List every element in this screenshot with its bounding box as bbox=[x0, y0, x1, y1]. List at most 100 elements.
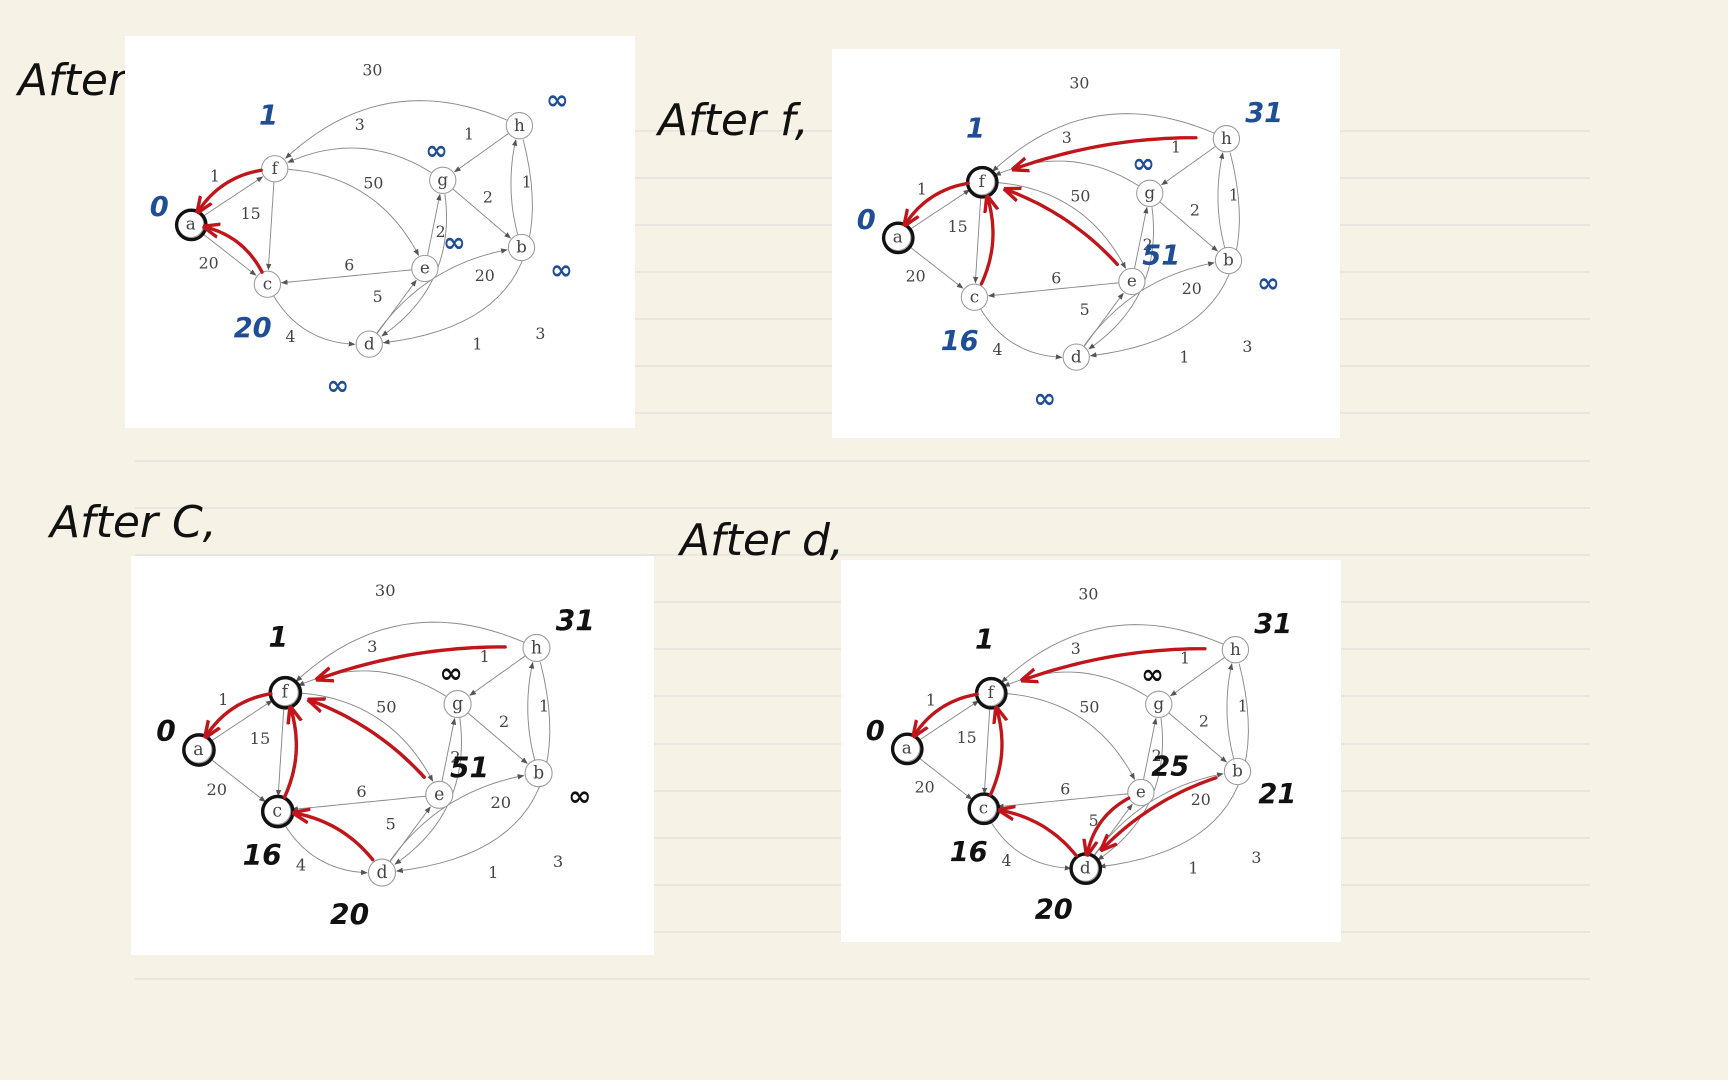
distance-e: 25 bbox=[1151, 752, 1189, 783]
distance-b: ∞ bbox=[1257, 268, 1280, 299]
predecessor-arrow bbox=[1024, 647, 1207, 680]
graph-panel: 120155033012162452013afcdeghb01162051∞31… bbox=[131, 556, 654, 955]
node-g bbox=[1136, 179, 1164, 207]
node-c bbox=[960, 283, 989, 311]
distance-f: 1 bbox=[975, 625, 994, 656]
edge-weight: 50 bbox=[1070, 187, 1090, 206]
edge-a-c bbox=[916, 756, 973, 800]
node-label: c bbox=[272, 801, 282, 821]
node-label: e bbox=[434, 785, 444, 805]
edge-h-g bbox=[469, 655, 526, 696]
edge-weight: 2 bbox=[1143, 235, 1153, 254]
edge-b-h bbox=[527, 661, 536, 761]
node-label: b bbox=[1232, 761, 1243, 781]
edge-weight: 15 bbox=[250, 729, 271, 748]
node-label: h bbox=[1230, 639, 1241, 659]
panels: After a,120155033012162452013afcdeghb012… bbox=[15, 36, 1341, 955]
edge-h-f bbox=[295, 621, 524, 682]
edge-weight: 50 bbox=[363, 174, 383, 193]
edge-weight: 1 bbox=[1179, 347, 1189, 366]
node-label: f bbox=[988, 682, 996, 702]
distance-d: ∞ bbox=[1033, 383, 1056, 414]
edge-a-c bbox=[208, 757, 266, 803]
node-label: d bbox=[1071, 346, 1082, 366]
visited-mark bbox=[182, 733, 216, 767]
node-d bbox=[355, 330, 383, 358]
predecessor-arrow bbox=[199, 168, 263, 211]
node-h bbox=[505, 112, 534, 140]
distance-a: 0 bbox=[150, 192, 169, 223]
edge-weight: 2 bbox=[1190, 200, 1200, 219]
edge-h-f bbox=[285, 100, 508, 159]
distance-h: ∞ bbox=[546, 85, 569, 116]
edge-weight: 1 bbox=[1229, 186, 1239, 205]
edge-g-f bbox=[287, 147, 432, 174]
edge-a-c bbox=[200, 232, 257, 276]
node-label: d bbox=[364, 333, 375, 353]
distance-d: 20 bbox=[1035, 895, 1073, 926]
node-g bbox=[443, 690, 472, 719]
edge-h-d bbox=[396, 662, 551, 874]
node-label: e bbox=[420, 258, 430, 278]
node-label: d bbox=[376, 863, 387, 883]
edge-weight: 5 bbox=[373, 287, 383, 306]
edge-e-c bbox=[291, 795, 426, 812]
distance-h: 31 bbox=[1254, 609, 1292, 640]
distance-b: ∞ bbox=[550, 255, 573, 286]
distance-h: 31 bbox=[1245, 98, 1283, 129]
edge-weight: 1 bbox=[1171, 137, 1181, 156]
edge-b-h bbox=[1217, 152, 1226, 248]
predecessor-arrow bbox=[296, 813, 375, 862]
edge-weight: 20 bbox=[199, 253, 219, 272]
edge-weight: 1 bbox=[1180, 648, 1190, 667]
edge-weight: 20 bbox=[906, 266, 926, 285]
edge-weight: 15 bbox=[948, 217, 968, 236]
edge-weight: 1 bbox=[464, 124, 474, 143]
edge-weight: 1 bbox=[479, 647, 489, 666]
edge-g-b bbox=[452, 188, 511, 239]
node-label: b bbox=[533, 764, 544, 784]
edge-e-g bbox=[1143, 717, 1158, 780]
node-label: h bbox=[531, 638, 542, 658]
edge-e-c bbox=[996, 793, 1128, 809]
predecessor-arrow bbox=[988, 709, 1002, 797]
node-g bbox=[429, 166, 457, 194]
node-e bbox=[1127, 778, 1155, 807]
node-label: f bbox=[282, 683, 290, 703]
edge-weight: 4 bbox=[992, 340, 1002, 359]
graph-card bbox=[131, 556, 654, 955]
node-h bbox=[1212, 125, 1241, 153]
predecessor-arrow bbox=[915, 692, 979, 735]
panel-title: After f, bbox=[655, 95, 809, 146]
edge-c-d bbox=[273, 295, 356, 347]
node-c bbox=[253, 270, 282, 298]
edge-weight: 20 bbox=[1191, 790, 1211, 809]
node-b bbox=[1223, 757, 1252, 786]
edge-weight: 3 bbox=[367, 637, 377, 656]
node-label: c bbox=[970, 287, 979, 307]
edge-weight: 2 bbox=[499, 712, 509, 731]
node-label: f bbox=[979, 171, 987, 191]
edge-weight: 3 bbox=[355, 115, 365, 134]
node-d bbox=[1062, 343, 1090, 371]
distance-h: 31 bbox=[556, 605, 595, 638]
edge-f-c bbox=[266, 182, 275, 271]
node-h bbox=[1221, 636, 1250, 664]
predecessor-arrow bbox=[319, 645, 507, 679]
edge-e-g bbox=[427, 193, 442, 256]
predecessor-arrow bbox=[1015, 136, 1198, 169]
edge-h-g bbox=[1161, 145, 1216, 186]
edge-weight: 4 bbox=[285, 327, 295, 346]
edge-weight: 5 bbox=[1089, 811, 1099, 830]
edge-weight: 2 bbox=[1152, 746, 1162, 765]
edge-weight: 15 bbox=[957, 728, 977, 747]
edge-weight: 4 bbox=[296, 855, 306, 874]
graph: 120155033012162452013afcdeghb01162051∞31… bbox=[156, 581, 595, 931]
node-label: g bbox=[1144, 183, 1155, 203]
node-b bbox=[1214, 246, 1243, 275]
node-g bbox=[1145, 690, 1173, 718]
distance-a: 0 bbox=[156, 715, 176, 748]
edge-weight: 1 bbox=[1188, 858, 1198, 877]
